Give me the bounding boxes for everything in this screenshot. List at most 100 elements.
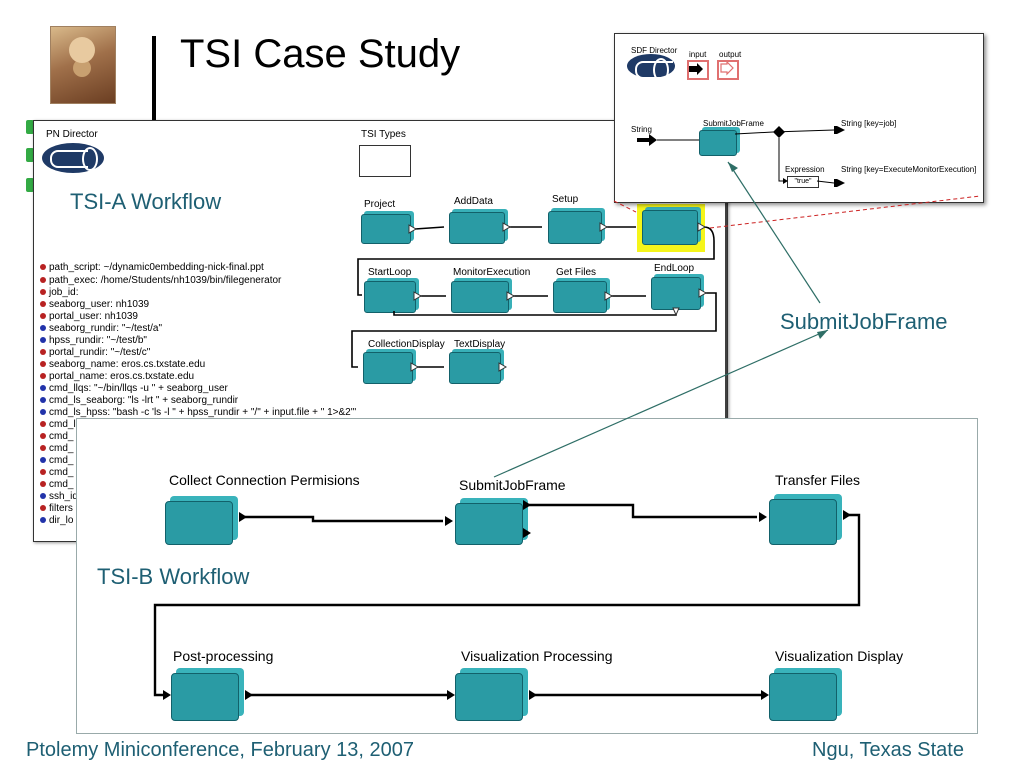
output-port-label: output: [719, 50, 742, 59]
property-item[interactable]: portal_name: eros.cs.txstate.edu: [40, 371, 194, 382]
actor-label-textdisplay: TextDisplay: [454, 339, 506, 350]
actor-label-adddata: AddData: [454, 196, 493, 207]
string-key-monitor-label: String [key=ExecuteMonitorExecution]: [841, 165, 977, 174]
tsi-a-workflow-title: TSI-A Workflow: [70, 189, 222, 214]
property-dot-icon: [40, 289, 46, 296]
actor-highlighted[interactable]: [642, 210, 698, 245]
sdf-director-label: SDF Director: [631, 46, 678, 55]
property-item[interactable]: portal_user: nh1039: [40, 311, 138, 322]
actor-monitorexecution[interactable]: [451, 281, 509, 313]
property-item[interactable]: ssh_id: [40, 491, 78, 502]
tsi-b-workflow-panel: Collect Connection Permisions SubmitJobF…: [76, 418, 978, 734]
actor-label-getfiles: Get Files: [556, 267, 597, 278]
property-dot-icon: [40, 397, 46, 404]
property-dot-icon: [40, 349, 46, 356]
property-dot-icon: [40, 264, 46, 271]
property-item[interactable]: cmd_: [40, 431, 73, 442]
submitjobframe-callout-label: SubmitJobFrame: [780, 309, 948, 334]
actor-label-project: Project: [364, 199, 396, 210]
submitjobframe-label: SubmitJobFrame: [703, 119, 764, 128]
property-dot-icon: [40, 373, 46, 380]
pn-director-label: PN Director: [46, 129, 98, 140]
property-item[interactable]: cmd_: [40, 479, 73, 490]
property-dot-icon: [40, 361, 46, 368]
ptolemy-portrait-image: [50, 26, 116, 104]
property-item[interactable]: path_exec: /home/Students/nh1039/bin/fil…: [40, 275, 281, 286]
property-item[interactable]: cmd_: [40, 443, 73, 454]
property-dot-icon: [40, 325, 46, 332]
property-item[interactable]: portal_rundir: "~/test/c": [40, 347, 150, 358]
tsi-types-label: TSI Types: [361, 129, 406, 140]
sdf-submitjobframe-panel: SDF Director input output String SubmitJ…: [614, 33, 984, 203]
side-tab[interactable]: [26, 120, 34, 134]
actor-label-collection: CollectionDisplay: [368, 339, 445, 350]
slide-title: TSI Case Study: [180, 32, 461, 76]
property-dot-icon: [40, 301, 46, 308]
property-dot-icon: [40, 313, 46, 320]
actor-label-collect: Collect Connection Permisions: [169, 472, 360, 488]
property-dot-icon: [40, 493, 46, 500]
property-dot-icon: [40, 445, 46, 452]
actor-label-post: Post-processing: [173, 648, 274, 664]
actor-label-setup: Setup: [552, 194, 579, 205]
actor-project[interactable]: [361, 214, 411, 244]
property-item[interactable]: seaborg_user: nh1039: [40, 299, 149, 310]
title-divider: [152, 36, 156, 120]
actor-textdisplay[interactable]: [449, 352, 501, 384]
director-icon[interactable]: [42, 143, 104, 173]
actor-transfer-files[interactable]: [769, 499, 837, 545]
property-dot-icon: [40, 469, 46, 476]
actor-label-vis-processing: Visualization Processing: [461, 648, 613, 664]
property-item[interactable]: job_id:: [40, 287, 78, 298]
property-item[interactable]: seaborg_name: eros.cs.txstate.edu: [40, 359, 205, 370]
string-in-label: String: [631, 125, 652, 134]
output-port-box[interactable]: [717, 60, 739, 80]
property-dot-icon: [40, 277, 46, 284]
footer-author: Ngu, Texas State: [812, 739, 964, 761]
property-dot-icon: [40, 505, 46, 512]
property-dot-icon: [40, 337, 46, 344]
property-dot-icon: [40, 409, 46, 416]
property-dot-icon: [40, 517, 46, 524]
property-dot-icon: [40, 421, 46, 428]
actor-label-submit: SubmitJobFrame: [459, 477, 566, 493]
sdf-submitjobframe-actor[interactable]: [699, 130, 737, 156]
sdf-director-icon[interactable]: [627, 54, 675, 82]
property-item[interactable]: path_script: ~/dynamic0embedding-nick-fi…: [40, 262, 264, 273]
actor-visualization-display[interactable]: [769, 673, 837, 721]
sdf-connections: [637, 60, 845, 187]
actor-visualization-processing[interactable]: [455, 673, 523, 721]
actor-getfiles[interactable]: [553, 281, 607, 313]
property-item[interactable]: hpss_rundir: "~/test/b": [40, 335, 147, 346]
actor-label-endloop: EndLoop: [654, 263, 695, 274]
property-item[interactable]: cmd_: [40, 467, 73, 478]
tsi-b-connections: [153, 500, 861, 700]
property-dot-icon: [40, 457, 46, 464]
tsi-b-workflow-title: TSI-B Workflow: [97, 564, 250, 589]
property-dot-icon: [40, 481, 46, 488]
actor-label-vis-display: Visualization Display: [775, 648, 904, 664]
property-item[interactable]: seaborg_rundir: "~/test/a": [40, 323, 162, 334]
property-dot-icon: [40, 385, 46, 392]
property-item[interactable]: cmd_ls_seaborg: "ls -lrt " + seaborg_run…: [40, 395, 238, 406]
actor-collect-permissions[interactable]: [165, 501, 233, 545]
actor-submitjobframe[interactable]: [455, 503, 523, 545]
property-item[interactable]: cmd_llqs: "~/bin/llqs -u " + seaborg_use…: [40, 383, 228, 394]
property-dot-icon: [40, 433, 46, 440]
side-tab[interactable]: [26, 178, 34, 192]
property-item[interactable]: dir_lo: [40, 515, 73, 526]
actor-adddata[interactable]: [449, 212, 505, 244]
actor-collectiondisplay[interactable]: [363, 352, 413, 384]
actor-post-processing[interactable]: [171, 673, 239, 721]
tsi-types-box[interactable]: [359, 145, 411, 177]
property-item[interactable]: cmd_: [40, 455, 73, 466]
string-key-job-label: String [key=job]: [841, 119, 897, 128]
property-item[interactable]: cmd_l: [40, 419, 76, 430]
actor-label-startloop: StartLoop: [368, 267, 412, 278]
property-item[interactable]: filters: [40, 503, 73, 514]
side-tab[interactable]: [26, 148, 34, 162]
property-item[interactable]: cmd_ls_hpss: "bash -c 'ls -l " + hpss_ru…: [40, 407, 356, 418]
actor-setup[interactable]: [548, 211, 602, 244]
input-port-label: input: [689, 50, 707, 59]
footer-conference: Ptolemy Miniconference, February 13, 200…: [26, 739, 414, 761]
